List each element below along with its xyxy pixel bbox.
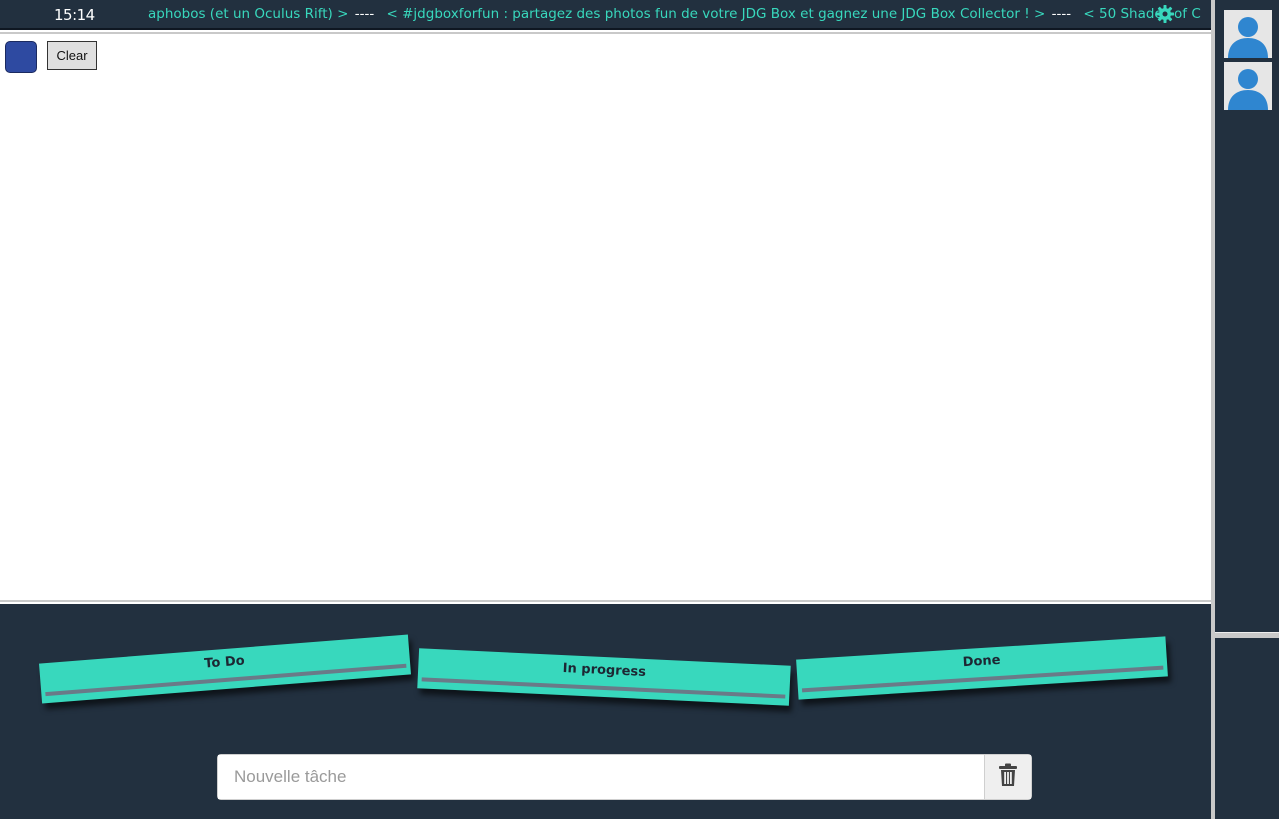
column-todo[interactable]: To Do xyxy=(39,634,411,704)
user-avatar-icon[interactable] xyxy=(1224,10,1272,58)
ticker-item[interactable]: < #jdgboxforfun : partagez des photos fu… xyxy=(386,6,1046,22)
kanban-board: To Do In progress Done xyxy=(0,604,1211,819)
ticker-track: aphobos (et un Oculus Rift) > ---- < #jd… xyxy=(148,6,1201,22)
new-task-input[interactable] xyxy=(218,755,985,799)
news-ticker: aphobos (et un Oculus Rift) > ---- < #jd… xyxy=(148,0,1201,28)
gear-icon[interactable] xyxy=(1155,4,1175,24)
clear-button[interactable]: Clear xyxy=(47,41,97,70)
top-bar: 15:14 aphobos (et un Oculus Rift) > ----… xyxy=(0,0,1211,30)
drawing-canvas[interactable]: Clear xyxy=(0,32,1211,602)
sidebar-split-handle[interactable] xyxy=(1215,632,1279,638)
user-avatar-icon[interactable] xyxy=(1224,62,1272,110)
ticker-separator: ---- xyxy=(354,6,375,22)
column-title: Done xyxy=(962,652,1001,671)
pen-color-swatch[interactable] xyxy=(5,41,37,73)
column-in-progress[interactable]: In progress xyxy=(417,648,791,706)
column-done[interactable]: Done xyxy=(796,636,1168,700)
ticker-item[interactable]: < 50 Shades of C xyxy=(1083,6,1201,22)
new-task-form xyxy=(217,754,1032,800)
ticker-separator: ---- xyxy=(1051,6,1072,22)
user-sidebar xyxy=(1215,0,1279,819)
sidebar-divider[interactable] xyxy=(1211,0,1215,819)
clock: 15:14 xyxy=(54,6,95,24)
ticker-item[interactable]: aphobos (et un Oculus Rift) > xyxy=(148,6,349,22)
delete-task-button[interactable] xyxy=(984,755,1031,799)
trash-icon xyxy=(998,763,1018,791)
